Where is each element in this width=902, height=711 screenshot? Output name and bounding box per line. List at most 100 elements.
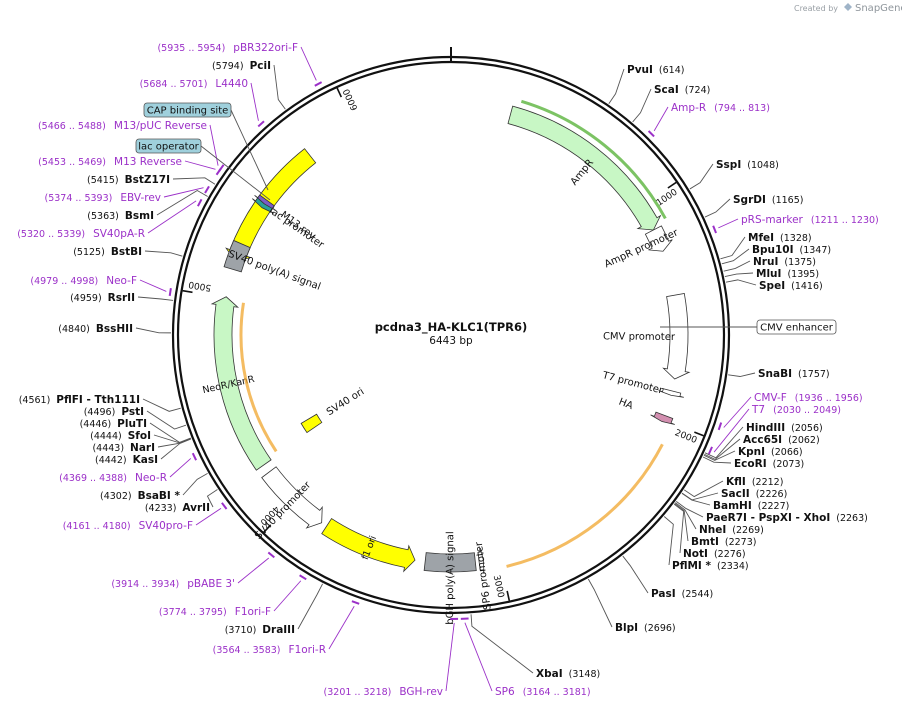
site-sfoi[interactable]: (4444)SfoI — [90, 430, 191, 444]
site-bamhi[interactable]: BamHI(2227) — [681, 492, 789, 512]
site-leader — [721, 248, 750, 265]
site-sacii[interactable]: SacII(2226) — [681, 488, 787, 501]
site-scai[interactable]: ScaI(724) — [632, 84, 711, 123]
site-pasi[interactable]: PasI(2544) — [622, 555, 713, 600]
primer-cmv-f[interactable]: CMV-F(1936 .. 1956) — [717, 392, 863, 431]
site-blpi[interactable]: BlpI(2696) — [587, 578, 676, 634]
site-position: (4561) — [19, 395, 51, 406]
site-label: (4444)SfoI — [90, 430, 151, 442]
primer-t7[interactable]: T7(2030 .. 2049) — [707, 404, 841, 455]
boxed-label-cap-binding-site[interactable]: CAP binding site — [143, 102, 269, 191]
site-paer7i-pspxi-xhoi[interactable]: PaeR7I - PspXI - XhoI(2263) — [675, 500, 868, 524]
primer-f1ori-r[interactable]: (3564 .. 3583)F1ori-R — [213, 600, 360, 656]
primer-mark — [712, 225, 717, 234]
boxed-label-cmv-enhancer[interactable]: CMV enhancer — [660, 319, 837, 335]
site-mfei[interactable]: MfeI(1328) — [720, 232, 812, 260]
site-name: NheI — [699, 524, 726, 536]
site-leader — [172, 177, 216, 185]
site-nrui[interactable]: NruI(1375) — [723, 256, 816, 272]
site-bstbi[interactable]: (5125)BstBI — [73, 246, 183, 258]
site-position: (724) — [685, 85, 711, 96]
primer-position: (1211 .. 1230) — [811, 215, 879, 226]
site-kpni[interactable]: KpnI(2066) — [703, 446, 803, 461]
primer-m13-reverse[interactable]: (5453 .. 5469)M13 Reverse — [38, 156, 222, 176]
site-bsmi[interactable]: (5363)BsmI — [87, 190, 208, 222]
primer-prs-marker[interactable]: pRS-marker (1211 .. 1230) — [712, 214, 879, 234]
site-name: KasI — [133, 454, 158, 466]
primer-position: (5684 .. 5701) — [140, 79, 208, 90]
site-hindiii[interactable]: HindIII(2056) — [704, 422, 823, 459]
tick-mark — [506, 590, 511, 601]
site-mlui[interactable]: MluI(1395) — [724, 268, 819, 280]
site-name: MluI — [756, 268, 781, 280]
credit-brand: SnapGene — [855, 3, 902, 14]
site-name: MfeI — [748, 232, 774, 244]
site-psti[interactable]: (4496)PstI — [84, 406, 187, 430]
site-avrii[interactable]: (4233)AvrII — [145, 489, 218, 514]
primer-leader — [300, 46, 317, 81]
site-leader — [149, 422, 191, 443]
feature-shape — [644, 225, 673, 252]
primer-amp-r[interactable]: Amp-R(794 .. 813) — [647, 102, 770, 138]
site-bstz17i[interactable]: (5415)BstZ17I — [87, 174, 216, 186]
tick-mark — [263, 524, 272, 533]
site-label: PasI(2544) — [651, 588, 713, 600]
primer-f1ori-f[interactable]: (3774 .. 3795)F1ori-F — [159, 574, 307, 618]
primer-leader — [653, 106, 669, 132]
site-ecori[interactable]: EcoRI(2073) — [702, 456, 804, 470]
primer-pbabe-3[interactable]: (3914 .. 3934)pBABE 3' — [111, 551, 275, 590]
site-leader — [689, 163, 714, 190]
primer-neo-r[interactable]: (4369 .. 4388)Neo-R — [59, 452, 198, 484]
primer-mark — [218, 164, 225, 172]
site-pcii[interactable]: (5794)PciI — [212, 60, 286, 110]
site-bpu10i[interactable]: Bpu10I(1347) — [721, 244, 831, 265]
site-spei[interactable]: SpeI(1416) — [725, 279, 823, 292]
feature-shape — [662, 292, 691, 380]
tick-label: 5000 — [188, 279, 212, 293]
site-draiii[interactable]: (3710)DraIII — [225, 583, 324, 636]
site-bsshii[interactable]: (4840)BssHII — [58, 323, 172, 335]
primer-ebv-rev[interactable]: (5374 .. 5393)EBV-rev — [45, 185, 210, 204]
site-snabi[interactable]: SnaBI(1757) — [728, 368, 830, 380]
primer-position: (1936 .. 1956) — [795, 393, 863, 404]
primer-bgh-rev[interactable]: (3201 .. 3218)BGH-rev — [324, 617, 459, 698]
site-pflmi[interactable]: PflMI *(2334) — [663, 516, 749, 572]
site-position: (3148) — [569, 669, 601, 680]
primer-mark — [647, 130, 655, 138]
primer-label: (5320 .. 5339)SV40pA-R — [17, 228, 145, 240]
feature-label: SV40 ori — [325, 386, 366, 418]
site-bsabi[interactable]: (4302)BsaBI * — [100, 473, 208, 502]
primer-pbr322ori-f[interactable]: (5935 .. 5954)pBR322ori-F — [157, 42, 323, 87]
site-nhei[interactable]: NheI(2269) — [674, 502, 764, 536]
site-rsrii[interactable]: (4959)RsrII — [70, 292, 174, 304]
primer-name: M13/pUC Reverse — [114, 120, 207, 132]
site-pvui[interactable]: PvuI(614) — [608, 64, 685, 104]
boxed-label-lac-operator[interactable]: lac operator — [135, 138, 271, 201]
site-pflfi-tth111i[interactable]: (4561)PflFI - Tth111I — [19, 394, 181, 412]
site-acc65i[interactable]: Acc65I(2062) — [704, 434, 820, 460]
primer-leader — [723, 396, 752, 428]
primer-neo-f[interactable]: (4979 .. 4998)Neo-F — [30, 275, 172, 297]
primer-mark — [267, 551, 275, 559]
primer-mark — [314, 81, 323, 87]
site-sspi[interactable]: SspI(1048) — [689, 159, 779, 190]
site-name: Acc65I — [743, 434, 782, 446]
site-sgrdi[interactable]: SgrDI(1165) — [704, 194, 804, 218]
feature-label: CMV promoter — [603, 331, 676, 343]
primer-mark — [191, 452, 198, 461]
site-noti[interactable]: NotI(2276) — [673, 503, 746, 560]
feature-bgh-poly-a-signal: bGH poly(A) signal — [423, 531, 477, 625]
primer-l4440[interactable]: (5684 .. 5701)L4440 — [140, 78, 265, 128]
center-title: pcdna3_HA-KLC1(TPR6) 6443 bp — [375, 320, 528, 347]
feature-sv40-ori: SV40 ori — [300, 386, 366, 434]
primer-sv40pro-f[interactable]: (4161 .. 4180)SV40pro-F — [63, 502, 228, 532]
site-label: (4446)PluTI — [80, 418, 147, 430]
site-bmti[interactable]: BmtI(2273) — [674, 503, 757, 548]
primer-name: pRS-marker — [741, 214, 804, 226]
primer-sv40pa-r[interactable]: (5320 .. 5339)SV40pA-R — [17, 198, 203, 240]
primer-label: SP6(3164 .. 3181) — [495, 686, 591, 698]
site-pluti[interactable]: (4446)PluTI — [80, 418, 191, 443]
site-kfli[interactable]: KflI(2212) — [683, 476, 783, 498]
site-xbai[interactable]: XbaI(3148) — [470, 614, 601, 680]
primer-sp6[interactable]: SP6(3164 .. 3181) — [460, 617, 591, 698]
